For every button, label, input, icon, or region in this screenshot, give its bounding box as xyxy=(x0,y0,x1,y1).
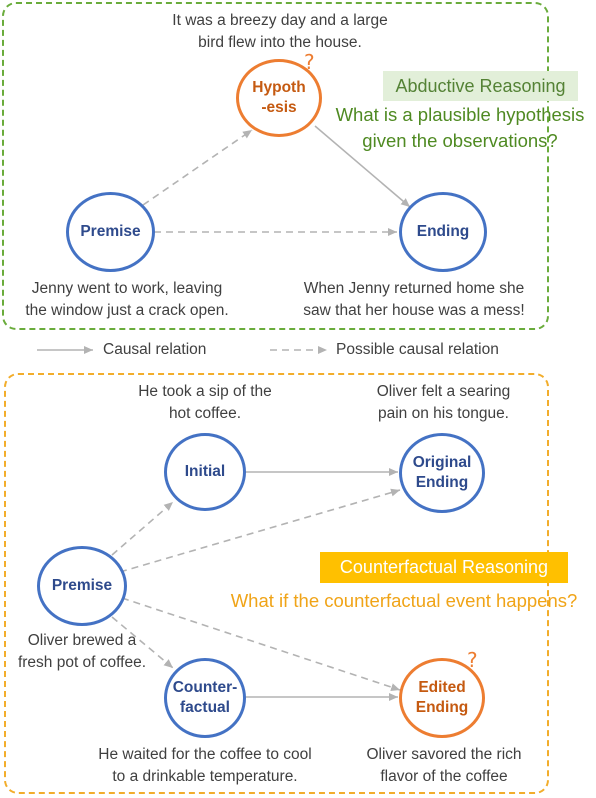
hypothesis-node-label-line1: Hypoth xyxy=(252,79,306,96)
hypothesis-node-label-line2: -esis xyxy=(261,99,297,116)
premise-description: Jenny went to work, leaving the window j… xyxy=(2,278,252,322)
edited-question-mark-icon: ? xyxy=(467,648,478,672)
legend-causal-label: Causal relation xyxy=(103,341,207,358)
original-ending-description-line2: pain on his tongue. xyxy=(378,405,509,422)
ending-description: When Jenny returned home she saw that he… xyxy=(282,278,546,322)
edited-ending-label-line2: Ending xyxy=(415,699,469,716)
counterfactual-description-line2: to a drinkable temperature. xyxy=(112,768,298,785)
counterfactual-question: What if the counterfactual event happens… xyxy=(230,590,578,611)
counterfactual-node: Counter- factual xyxy=(164,658,246,738)
initial-description: He took a sip of the hot coffee. xyxy=(110,381,300,425)
counterfactual-description: He waited for the coffee to cool to a dr… xyxy=(70,744,340,788)
hypothesis-description-line1: It was a breezy day and a large xyxy=(172,12,388,29)
legend-possible-label: Possible causal relation xyxy=(336,341,499,358)
original-ending-description-line1: Oliver felt a searing xyxy=(376,383,511,400)
cf-premise-description: Oliver brewed a fresh pot of coffee. xyxy=(2,630,162,674)
counterfactual-label-line1: Counter- xyxy=(172,679,238,696)
hypothesis-description: It was a breezy day and a large bird fle… xyxy=(130,10,430,54)
ending-description-line1: When Jenny returned home she xyxy=(303,280,525,297)
ending-description-line2: saw that her house was a mess! xyxy=(303,302,525,319)
edited-ending-description-line2: flavor of the coffee xyxy=(380,768,508,785)
cf-premise-description-line1: Oliver brewed a xyxy=(27,632,137,649)
arrow-premise-original xyxy=(119,488,401,573)
ending-node: Ending xyxy=(399,192,487,272)
counterfactual-panel xyxy=(4,373,549,794)
cf-premise-node: Premise xyxy=(37,546,127,626)
original-ending-description: Oliver felt a searing pain on his tongue… xyxy=(356,381,531,425)
counterfactual-badge: Counterfactual Reasoning xyxy=(320,552,568,583)
initial-description-line1: He took a sip of the xyxy=(138,383,272,400)
initial-description-line2: hot coffee. xyxy=(168,405,242,422)
question-mark-icon: ? xyxy=(304,50,315,74)
arrow-premise-counterfactual xyxy=(111,616,174,669)
abductive-panel xyxy=(2,2,549,330)
abductive-question-line1: What is a plausible hypothesis xyxy=(335,104,585,125)
abductive-question: What is a plausible hypothesis given the… xyxy=(330,102,590,154)
original-ending-node: Original Ending xyxy=(399,433,485,513)
initial-node: Initial xyxy=(164,433,246,511)
hypothesis-node: Hypoth -esis xyxy=(236,59,322,137)
edited-ending-description-line1: Oliver savored the rich xyxy=(366,746,522,763)
original-ending-label-line1: Original xyxy=(412,454,472,471)
abductive-question-line2: given the observations? xyxy=(362,130,558,151)
cf-premise-description-line2: fresh pot of coffee. xyxy=(17,654,147,671)
arrow-hypothesis-ending xyxy=(314,125,411,208)
edited-ending-node: Edited Ending xyxy=(399,658,485,738)
premise-description-line1: Jenny went to work, leaving xyxy=(31,280,223,297)
premise-node: Premise xyxy=(66,192,155,272)
edited-ending-description: Oliver savored the rich flavor of the co… xyxy=(346,744,542,788)
hypothesis-description-line2: bird flew into the house. xyxy=(198,34,362,51)
original-ending-label-line2: Ending xyxy=(415,474,469,491)
counterfactual-label-line2: factual xyxy=(180,699,230,716)
premise-description-line2: the window just a crack open. xyxy=(25,302,229,319)
arrow-premise-edited xyxy=(121,597,401,691)
arrow-premise-hypothesis xyxy=(142,129,253,206)
edited-ending-label-line1: Edited xyxy=(418,679,466,696)
counterfactual-description-line1: He waited for the coffee to cool xyxy=(98,746,312,763)
abductive-badge: Abductive Reasoning xyxy=(383,71,578,101)
arrow-premise-initial xyxy=(111,501,174,556)
